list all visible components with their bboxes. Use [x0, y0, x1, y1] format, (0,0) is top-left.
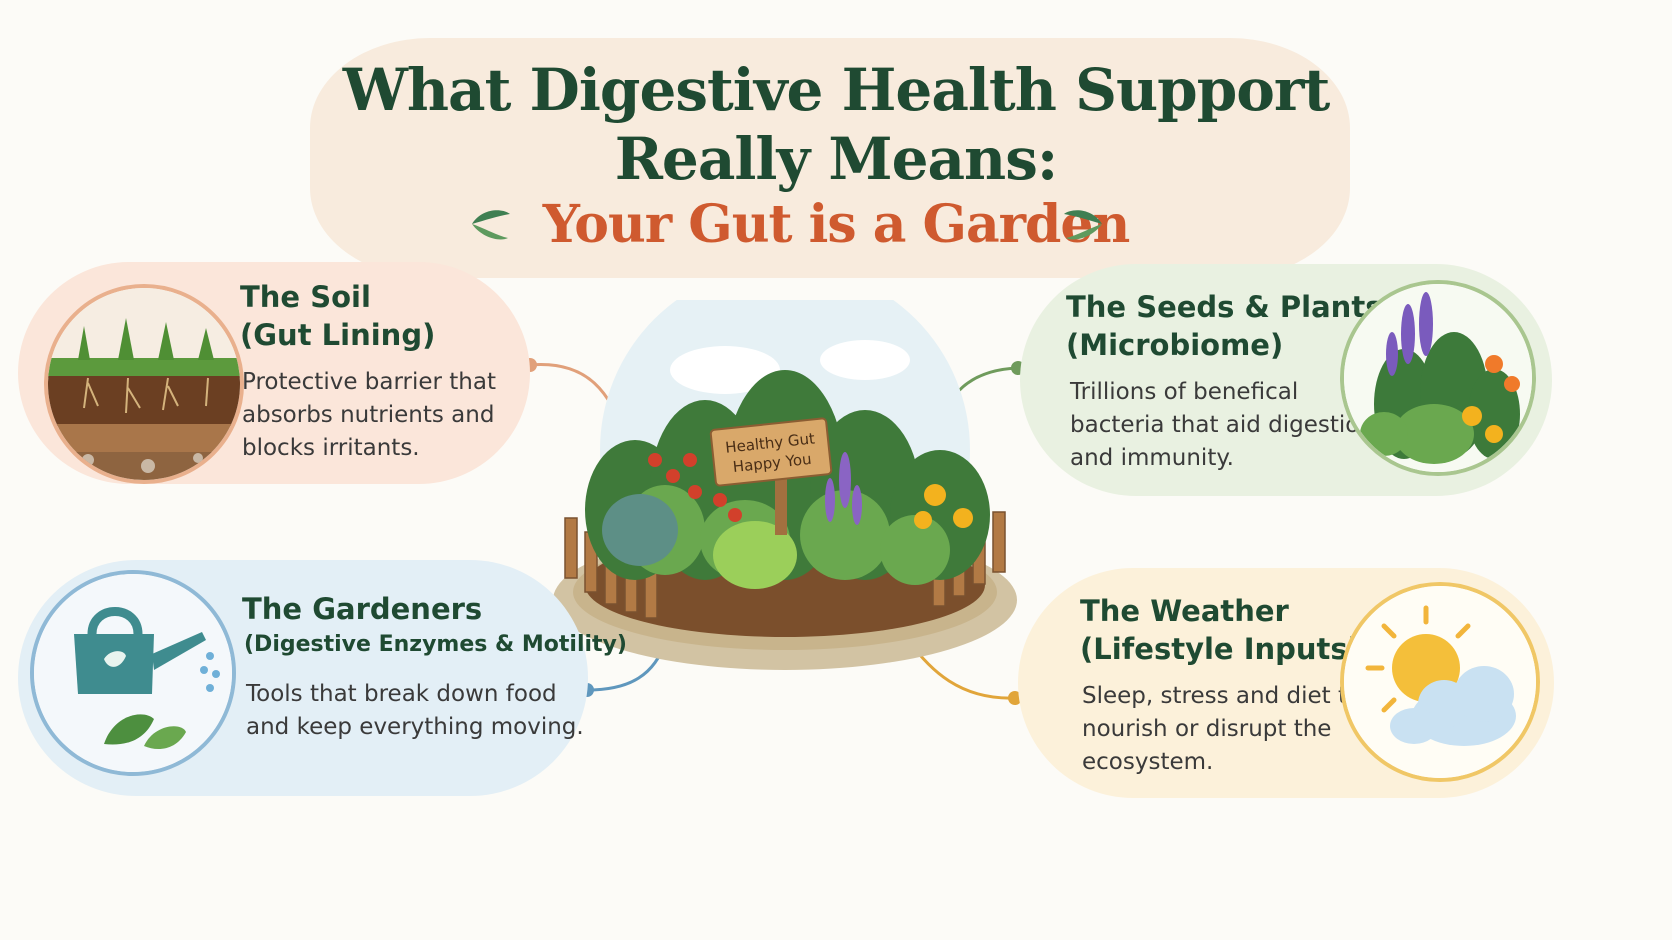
- card-weather-body: Sleep, stress and diet that nourish or d…: [1082, 683, 1385, 775]
- card-soil-body: Protective barrier that absorbs nutrient…: [242, 369, 496, 461]
- page-title-line2: Really Means:: [614, 125, 1059, 193]
- card-soil: The Soil (Gut Lining) Protective barrier…: [18, 262, 530, 484]
- sun-cloud-icon: [1344, 586, 1536, 778]
- weather-icon-circle: [1340, 582, 1540, 782]
- watering-can-icon: [34, 574, 232, 772]
- soil-cross-section-icon: [48, 288, 240, 480]
- card-seeds-subtitle: (Microbiome): [1066, 328, 1284, 362]
- card-seeds-body: Trillions of benefical bacteria that aid…: [1070, 379, 1374, 471]
- seeds-icon-circle: [1340, 280, 1536, 476]
- card-gardeners-subtitle: (Digestive Enzymes & Motility): [244, 632, 627, 657]
- plants-flowers-icon: [1344, 284, 1532, 472]
- card-gardeners-body: Tools that break down food and keep ever…: [246, 681, 584, 740]
- title-banner: [310, 38, 1350, 278]
- card-soil-title: The Soil: [240, 280, 371, 314]
- leaf-left-icon: [472, 210, 510, 240]
- page-subtitle: Your Gut is a Garden: [542, 194, 1131, 255]
- gardeners-icon-circle: [30, 570, 236, 776]
- card-gardeners-title: The Gardeners: [242, 592, 483, 626]
- soil-icon-circle: [44, 284, 244, 484]
- card-soil-subtitle: (Gut Lining): [240, 318, 436, 352]
- leaf-right-icon: [1064, 210, 1102, 240]
- card-seeds-title: The Seeds & Plants: [1066, 290, 1383, 324]
- card-weather-subtitle: (Lifestyle Inputs): [1080, 632, 1361, 666]
- card-seeds: The Seeds & Plants (Microbiome) Trillion…: [1020, 264, 1552, 496]
- page-title-line1: What Digestive Health Support: [342, 56, 1331, 124]
- card-gardeners: The Gardeners (Digestive Enzymes & Motil…: [18, 560, 627, 796]
- card-weather-title: The Weather: [1080, 594, 1289, 628]
- card-weather: The Weather (Lifestyle Inputs) Sleep, st…: [1018, 568, 1554, 798]
- garden-bed-illustration: Healthy Gut Happy You: [553, 300, 1017, 670]
